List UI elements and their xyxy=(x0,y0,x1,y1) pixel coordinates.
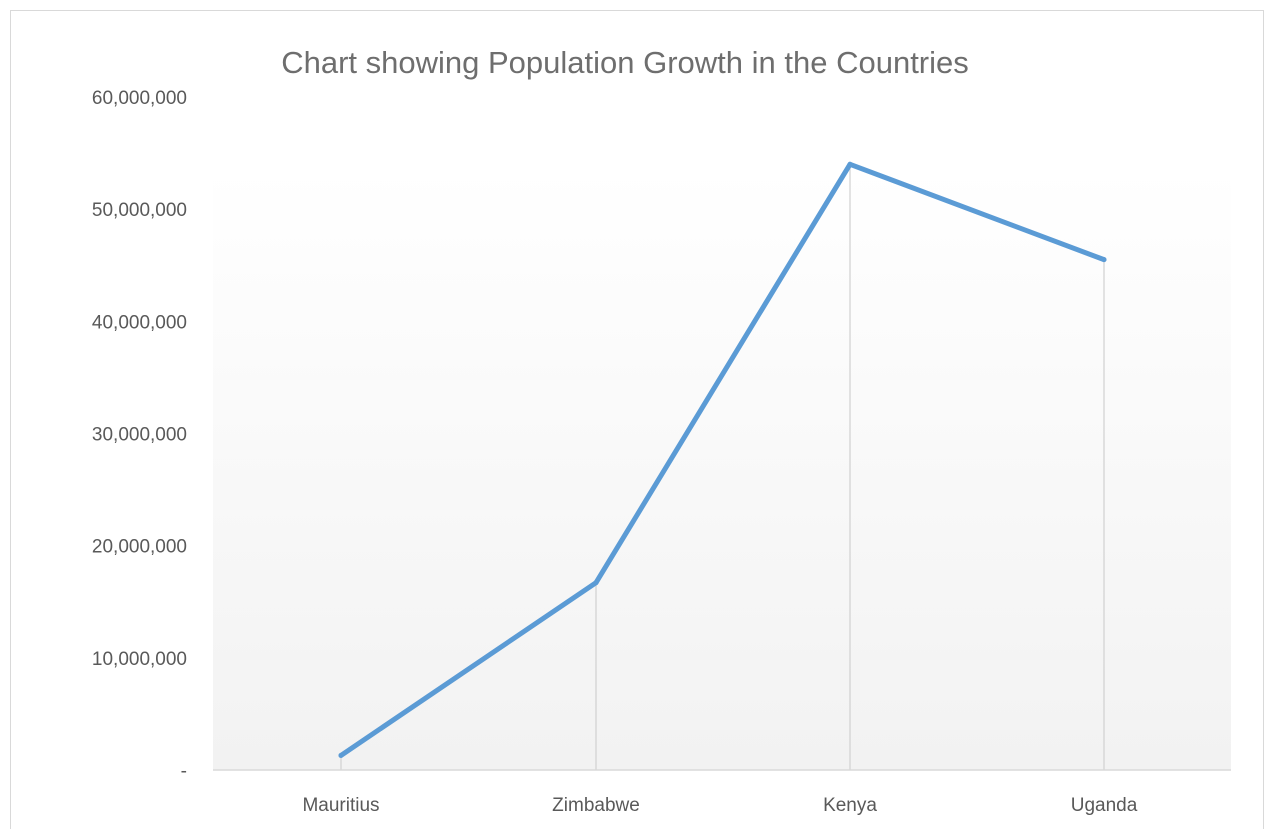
x-tick-label: Uganda xyxy=(1071,795,1138,816)
x-axis-tick-labels: Mauritius Zimbabwe Kenya Uganda xyxy=(302,795,1137,816)
x-tick-label: Mauritius xyxy=(302,795,379,816)
y-tick-label: 50,000,000 xyxy=(92,200,187,221)
plot-area xyxy=(213,168,1231,770)
y-tick-label: 10,000,000 xyxy=(92,649,187,670)
x-tick-label: Kenya xyxy=(823,795,877,816)
series-line xyxy=(338,161,1107,758)
x-tick-label: Zimbabwe xyxy=(552,795,640,816)
y-tick-label: 60,000,000 xyxy=(92,88,187,109)
y-axis-tick-labels: - 10,000,000 20,000,000 30,000,000 40,000,00… xyxy=(92,88,187,782)
data-point xyxy=(593,580,599,586)
data-point xyxy=(338,752,344,758)
chart-title: Chart showing Population Growth in the C… xyxy=(281,45,969,80)
y-tick-label: - xyxy=(181,761,187,782)
data-point xyxy=(847,161,853,167)
drop-lines xyxy=(340,164,1105,770)
y-tick-label: 30,000,000 xyxy=(92,425,187,446)
data-point xyxy=(1101,257,1107,263)
y-tick-label: 40,000,000 xyxy=(92,312,187,333)
series-group xyxy=(338,161,1107,758)
y-tick-label: 20,000,000 xyxy=(92,537,187,558)
